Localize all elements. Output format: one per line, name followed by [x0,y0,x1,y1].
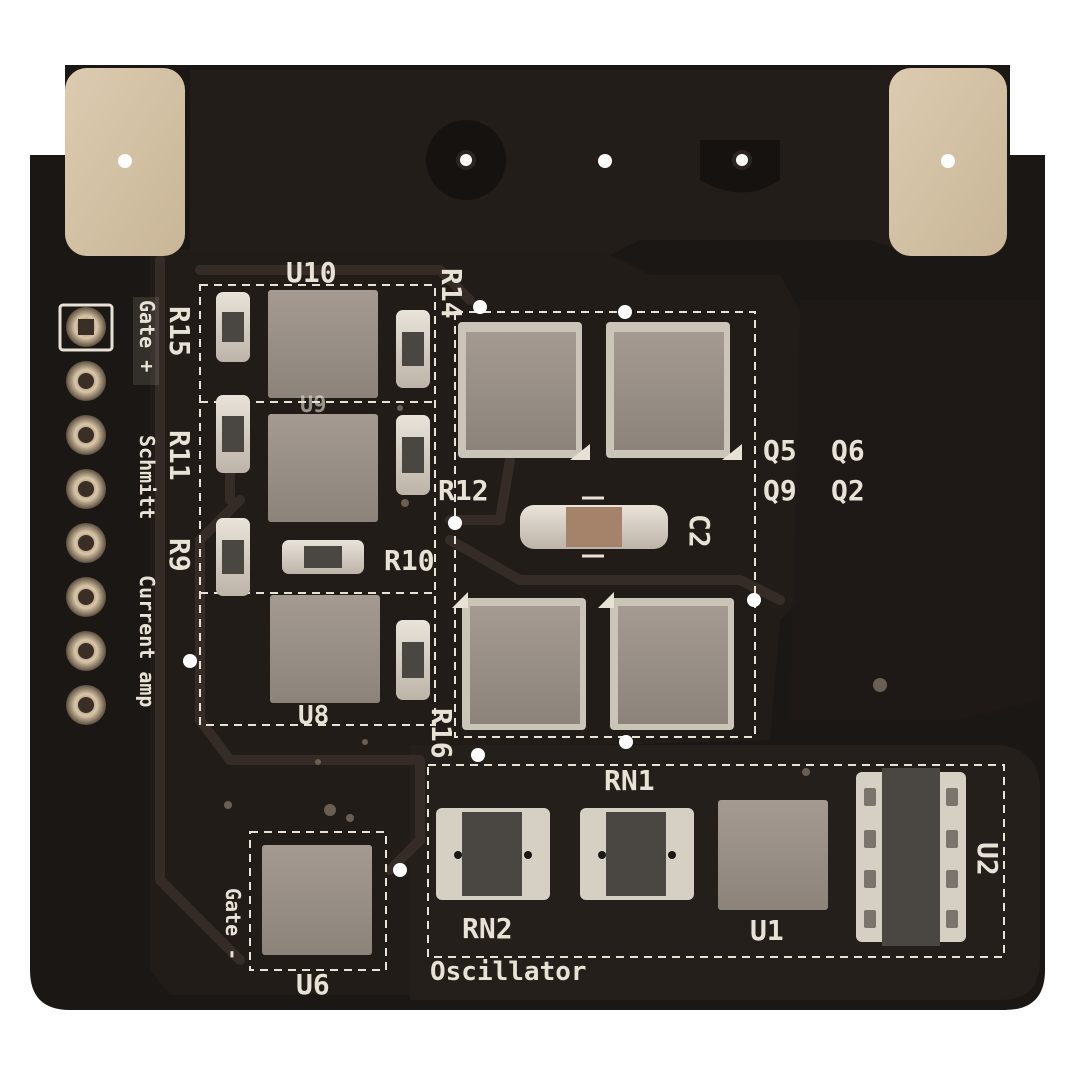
ic-u1: U1 [718,800,828,947]
resistor-r16 [396,620,430,700]
via-icon [118,154,132,168]
u8-label: U8 [298,701,329,731]
resistor-r11 [216,395,250,473]
q6-label: Q6 [831,434,865,467]
capacitor-c2: C2 [520,496,716,558]
mounting-tab-right [889,68,1007,256]
mounting-tab-left [65,68,185,256]
q9-label: Q9 [763,474,797,507]
resistor-r14 [396,310,430,388]
copper-pour-top [190,70,1000,260]
resistor-r12 [396,415,430,495]
schmitt-label: Schmitt [135,435,159,519]
mosfet-q6 [606,322,742,460]
r12-label: R12 [438,474,489,507]
resistor-r9 [216,518,250,596]
ic-u8: U8 [270,595,380,731]
q5-label: Q5 [763,434,797,467]
q2-label: Q2 [831,474,865,507]
mosfet-q5 [458,322,590,460]
resistor-network-rn1: RN1 [580,764,694,900]
ic-u9: U9 [268,393,378,522]
r11-label: R11 [163,430,196,481]
resistor-r10 [282,540,364,574]
section-label-current-amp: Current amp [135,575,159,707]
ic-u2: U2 [856,768,1004,946]
resistors-left [216,292,430,700]
pin-header [58,303,114,725]
resistor-r15 [216,292,250,362]
copper-pour-right [790,300,1040,720]
u2-label: U2 [971,842,1004,876]
ic-u10: U10 [268,256,378,398]
mosfet-q2 [598,592,734,730]
u9-label: U9 [300,393,327,418]
rn2-label: RN2 [462,912,513,945]
c2-label: C2 [683,514,716,548]
gate-plus-label: Gate + [135,300,159,372]
gate-minus-section: U6 Gate - [221,831,387,1001]
r9-label: R9 [163,538,196,572]
section-label-schmitt: Schmitt [135,435,159,519]
rn1-label: RN1 [604,764,655,797]
r14-label: R14 [435,268,468,319]
section-label-gate-plus: Gate + [133,297,159,385]
gate-minus-label: Gate - [221,888,245,960]
via-icon [941,154,955,168]
top-vias [426,120,780,200]
r15-label: R15 [163,306,196,357]
u6-label: U6 [296,968,330,1001]
oscillator-label: Oscillator [430,957,587,987]
traces [155,255,785,965]
u10-label: U10 [286,256,337,289]
u1-label: U1 [750,914,784,947]
resistor-network-rn2: RN2 [436,808,550,945]
board-vias [183,300,887,877]
r10-label: R10 [384,544,435,577]
r16-label: R16 [425,708,458,759]
oscillator-section: RN2 RN1 U1 U2 [427,764,1005,987]
current-amp-label: Current amp [135,575,159,707]
module-outline-left [199,284,436,726]
mosfet-q9 [452,592,586,730]
pin-header-icon [66,307,106,725]
